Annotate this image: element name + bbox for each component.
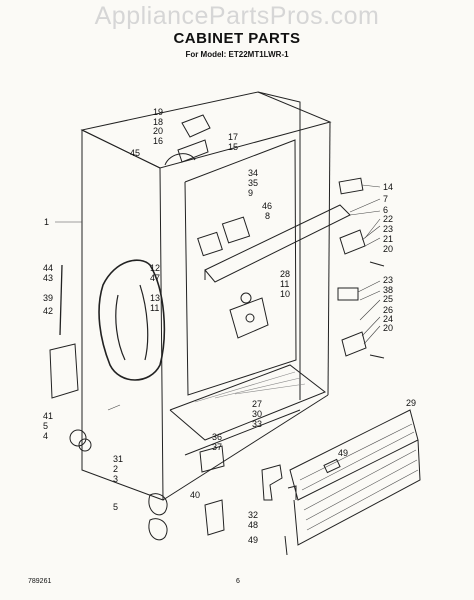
liner-back [184,139,297,396]
callout: 30 [252,409,262,419]
control-housing [221,216,251,244]
hinge-cover [337,287,359,301]
callout: 14 [383,182,393,192]
document-number: 789261 [28,578,52,585]
callout: 13 [150,293,160,303]
callout: 4 [43,431,48,441]
page-title: CABINET PARTS [173,30,301,47]
callout: 26 [383,305,393,315]
callout: 31 [113,454,123,464]
callout: 7 [383,194,388,204]
callout: 23 [383,224,393,234]
watermark: AppliancePartsPros.com [94,2,380,30]
callout: 1 [44,217,49,227]
model-number: For Model: ET22MT1LWR-1 [185,50,289,59]
bracket-32 [261,464,283,501]
callout: 33 [252,419,262,429]
callout: 17 [228,132,238,142]
page-number: 6 [236,578,240,585]
callout: 40 [190,490,200,500]
divider-mullion [204,204,351,283]
callout: 29 [406,398,416,408]
callout: 42 [43,306,53,316]
callout: 8 [265,211,270,221]
callout: 6 [383,205,388,215]
callout: 23 [383,275,393,285]
roller [148,493,168,516]
callout: 36 [212,432,222,442]
callout: 19 [153,107,163,117]
liner-floor [169,364,326,441]
light-bracket [229,297,269,339]
callout: 47 [150,273,160,283]
cabinet-base-rail [184,409,301,456]
callout: 38 [383,285,393,295]
callout: 20 [383,244,393,254]
callout: 49 [338,448,348,458]
callout: 22 [383,214,393,224]
top-hinge [181,114,211,138]
bracket-40 [204,499,225,536]
callout: 18 [153,117,163,127]
callout: 21 [383,234,393,244]
cabinet-right-edge [327,121,331,396]
callout: 43 [43,273,53,283]
tube-line [59,264,63,336]
callout: 20 [153,126,163,136]
callout: 5 [113,502,118,512]
callout: 5 [43,421,48,431]
callout: 25 [383,294,393,304]
callout: 10 [280,289,290,299]
cabinet-bottom-edge [162,394,329,501]
callout: 20 [383,323,393,333]
callout: 28 [280,269,290,279]
bracket-36 [199,445,225,473]
callout-labels: 19 18 20 16 17 15 45 34 35 9 46 8 14 7 6… [43,107,416,545]
callout: 24 [383,314,393,324]
cabinet-front-face [81,129,164,501]
callout: 48 [248,520,258,530]
callout: 44 [43,263,53,273]
callout: 39 [43,293,53,303]
callout: 37 [212,442,222,452]
compressor-mount [49,343,79,399]
callout: 11 [280,279,289,289]
bottom-hinge [341,331,367,357]
callout: 45 [130,148,140,158]
callout: 32 [248,510,258,520]
heater-loop [98,259,166,381]
cabinet-back-edge [257,91,301,400]
callout: 46 [262,201,272,211]
callout: 3 [113,474,118,484]
callout: 2 [113,464,118,474]
callout: 41 [43,411,53,421]
callout: 12 [150,263,160,273]
callout: 27 [252,399,262,409]
rating-label [338,177,364,195]
callout: 15 [228,142,238,152]
callout: 34 [248,168,258,178]
callout: 49 [248,535,258,545]
center-hinge [339,229,366,255]
callout: 11 [150,303,159,313]
callout: 35 [248,178,258,188]
callout: 9 [248,188,253,198]
callout: 16 [153,136,163,146]
